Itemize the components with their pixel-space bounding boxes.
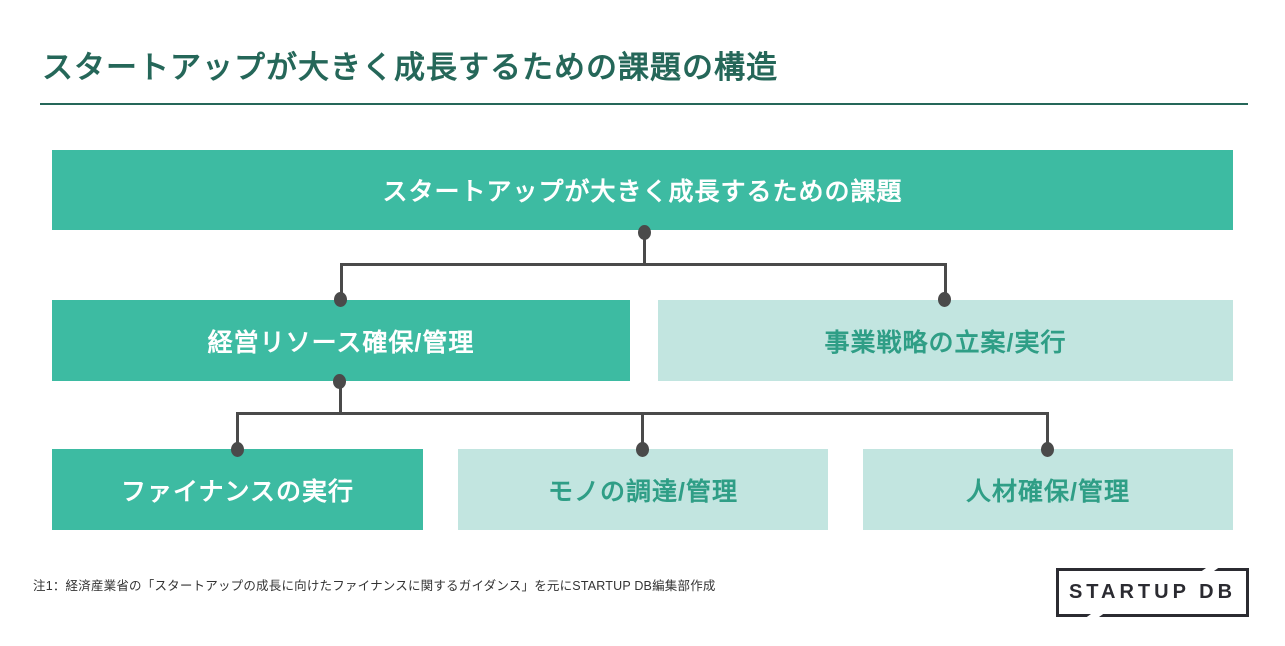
- connector-line: [340, 263, 343, 300]
- node-business-strategy: 事業戦略の立案/実行: [658, 300, 1233, 381]
- connector-line: [339, 381, 342, 414]
- connector-dot: [333, 374, 346, 389]
- connector-dot: [638, 225, 651, 240]
- connector-dot: [231, 442, 244, 457]
- node-label: ファイナンスの実行: [120, 477, 354, 506]
- node-finance-execution: ファイナンスの実行: [52, 449, 423, 530]
- node-label: 経営リソース確保/管理: [207, 328, 475, 357]
- connector-dot: [334, 292, 347, 307]
- startup-db-logo-text: STARTUP DB: [1068, 581, 1237, 603]
- page-title: スタートアップが大きく成長するための課題の構造: [42, 50, 778, 85]
- connector-line: [1046, 412, 1049, 450]
- connector-line: [643, 231, 646, 265]
- connector-line: [340, 263, 947, 266]
- connector-dot: [938, 292, 951, 307]
- connector-line: [641, 412, 644, 450]
- node-label: モノの調達/管理: [548, 477, 738, 506]
- node-goods-procurement: モノの調達/管理: [458, 449, 828, 530]
- connector-dot: [1041, 442, 1054, 457]
- startup-db-logo: STARTUP DB: [1056, 562, 1249, 623]
- title-underline: [40, 103, 1248, 105]
- connector-dot: [636, 442, 649, 457]
- node-talent-acquisition: 人材確保/管理: [863, 449, 1233, 530]
- logo-border-cut: [1086, 608, 1104, 623]
- node-label: スタートアップが大きく成長するための課題: [382, 178, 903, 206]
- node-root-challenge: スタートアップが大きく成長するための課題: [52, 150, 1233, 230]
- connector-line: [944, 263, 947, 300]
- node-label: 人材確保/管理: [966, 477, 1130, 506]
- source-footnote: 注1：経済産業省の「スタートアップの成長に向けたファイナンスに関するガイダンス」…: [33, 579, 716, 593]
- connector-line: [236, 412, 239, 450]
- node-label: 事業戦略の立案/実行: [824, 328, 1067, 357]
- logo-border-cut: [1201, 562, 1219, 577]
- node-management-resources: 経営リソース確保/管理: [52, 300, 630, 381]
